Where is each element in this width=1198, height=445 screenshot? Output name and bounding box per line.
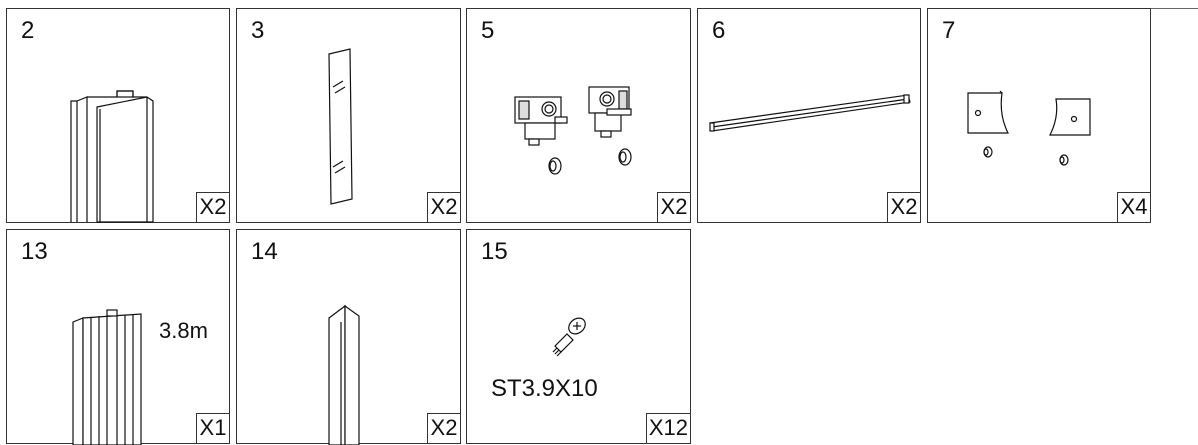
quantity-label: X2 <box>427 413 461 444</box>
quantity-label: X12 <box>645 413 691 444</box>
quantity-label: X1 <box>196 413 230 444</box>
stopper-block-icon <box>967 90 1091 166</box>
part-card-7: 7 X4 <box>927 8 1151 223</box>
wall-profile-icon <box>70 90 154 223</box>
roller-bracket-icon <box>514 86 632 175</box>
part-card-15: 15 ST3.9X10 X12 <box>466 229 691 444</box>
glass-panel-icon <box>328 48 353 205</box>
part-card-14: 14 X2 <box>236 229 461 445</box>
part-card-13: 13 3.8m X1 <box>6 229 230 445</box>
angle-profile-icon <box>328 304 360 445</box>
part-card-5: 5 X2 <box>466 8 691 223</box>
quantity-label: X2 <box>887 192 921 223</box>
part-number: 3 <box>251 17 265 44</box>
quantity-label: X4 <box>1117 192 1151 223</box>
quantity-label: X2 <box>657 192 691 223</box>
part-number: 7 <box>942 17 956 44</box>
part-number: 6 <box>712 17 726 44</box>
part-number: 5 <box>481 17 495 44</box>
part-number: 13 <box>21 238 48 265</box>
part-card-3: 3 X2 <box>236 8 461 223</box>
part-card-2: 2 X2 <box>6 8 230 223</box>
long-profile-icon <box>72 309 142 445</box>
quantity-label: X2 <box>427 192 461 223</box>
part-number: 14 <box>251 238 278 265</box>
length-note: 3.8m <box>159 318 208 343</box>
quantity-label: X2 <box>196 192 230 223</box>
part-number: 2 <box>21 17 35 44</box>
screw-icon <box>552 317 586 357</box>
top-rail-icon <box>709 94 911 132</box>
screw-spec-note: ST3.9X10 <box>491 375 598 402</box>
part-number: 15 <box>481 238 508 265</box>
part-card-6: 6 X2 <box>697 8 921 223</box>
